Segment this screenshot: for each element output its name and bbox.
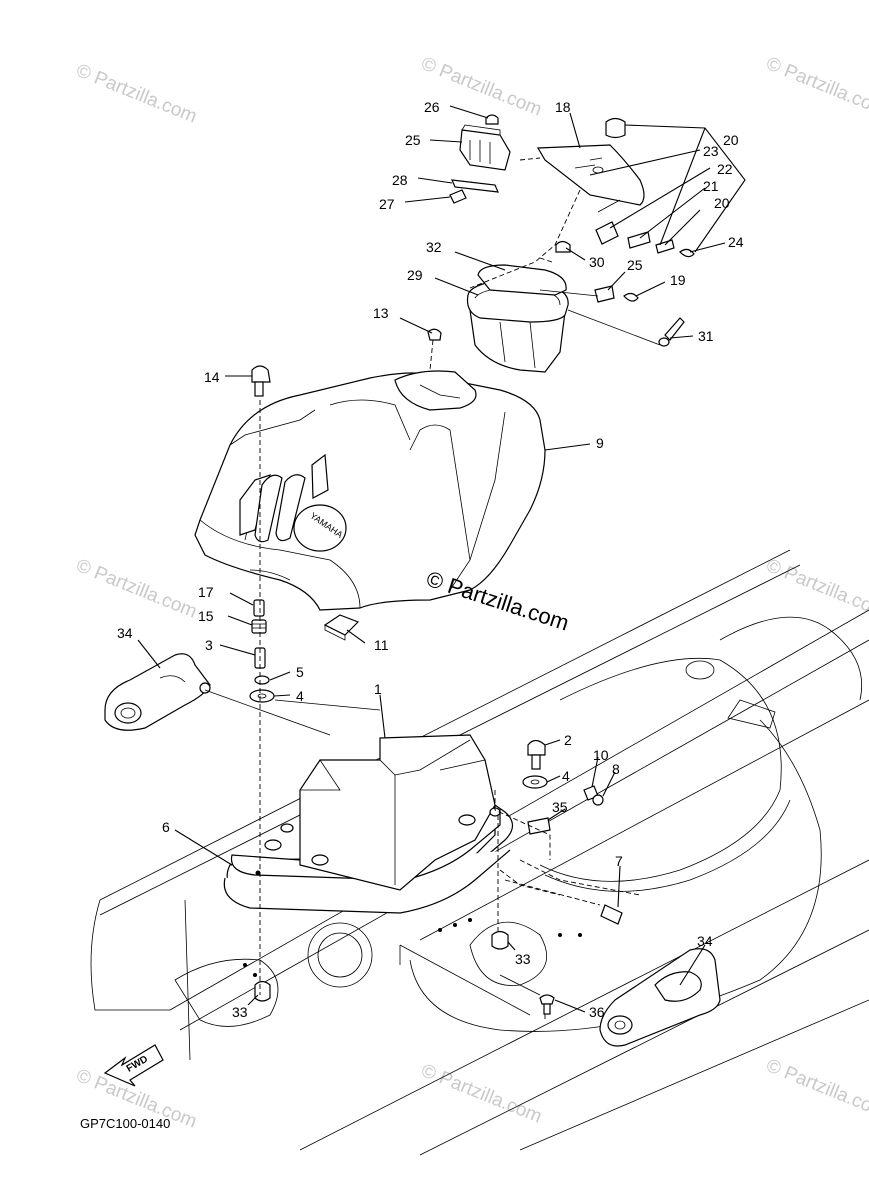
- callout-29: 28: [392, 172, 408, 188]
- callout-22: 22: [717, 161, 733, 177]
- callout-28: 27: [379, 196, 395, 212]
- callout-37: 35: [552, 799, 568, 815]
- part-26-clamp: [459, 124, 511, 171]
- callout-11: 11: [374, 637, 389, 653]
- part-36-left-inlet: [104, 653, 211, 731]
- callout-21: 21: [703, 178, 719, 194]
- part-15-damper: [251, 619, 267, 634]
- callout-19: 20: [723, 132, 739, 148]
- part-14-bolt-head: [251, 365, 271, 383]
- watermark-center: © Partzilla.com: [423, 566, 572, 636]
- diagram-code: GP7C100-0140: [80, 1116, 170, 1131]
- callout-2: 2: [564, 732, 572, 748]
- part-29-plate: [451, 179, 499, 193]
- callout-10: 10: [593, 747, 609, 763]
- watermark-top-right: © Partzilla.com: [763, 53, 869, 120]
- part-5-washer: [254, 675, 270, 685]
- part-7-cover: YAMAHA: [194, 370, 546, 611]
- dashed-lines: [204, 157, 661, 1022]
- part-9-washer: [592, 794, 604, 806]
- part-27-screw: [485, 114, 499, 125]
- callout-1: 1: [374, 681, 382, 697]
- watermark-top-left: © Partzilla.com: [73, 60, 200, 127]
- part-19-bolt: [605, 117, 626, 139]
- callout-26: 25: [405, 132, 421, 148]
- callout-3: 3: [205, 637, 213, 653]
- hull-deck: [90, 549, 869, 1156]
- part-32-pin: [664, 317, 685, 341]
- callout-24: 24: [728, 234, 744, 250]
- part-14-bolt-shank: [254, 381, 264, 397]
- part-34-grommet-left: [254, 980, 271, 1002]
- part-34-grommet-right: [491, 930, 509, 950]
- part-4-washer: [249, 689, 275, 703]
- part-24-nut: [679, 248, 695, 258]
- fwd-arrow: FWD: [103, 1044, 164, 1087]
- leader-lines: [137, 105, 746, 1013]
- part-21-plate: [627, 231, 651, 249]
- callouts: 26 18 20 25 23 22 28 21 27 20 24 32 30 2…: [117, 99, 744, 1020]
- part-4-washer-b: [522, 775, 548, 789]
- callout-9: 8: [612, 761, 620, 777]
- watermark-mid-right: © Partzilla.com: [763, 555, 869, 622]
- callout-35: 34: [697, 933, 713, 949]
- part-20-washer: [655, 239, 675, 254]
- callout-4: 4: [296, 688, 304, 704]
- part-37-stud: [527, 817, 551, 835]
- callout-14: 14: [204, 369, 220, 385]
- part-22-grommet: [595, 221, 619, 245]
- part-8-pin: [600, 904, 623, 925]
- callout-34-right: 33: [515, 951, 531, 967]
- callout-34-left: 33: [232, 1004, 248, 1020]
- callout-33: 32: [426, 239, 442, 255]
- callout-23: 23: [703, 143, 719, 159]
- watermark-mid-left: © Partzilla.com: [73, 555, 200, 622]
- callout-27: 26: [424, 99, 440, 115]
- part-25-collar: [594, 285, 615, 303]
- callout-36: 34: [117, 625, 133, 641]
- callout-15: 15: [198, 608, 214, 624]
- callout-30: 29: [407, 267, 423, 283]
- callout-6: 6: [162, 819, 170, 835]
- callout-31: 30: [589, 254, 605, 270]
- part-28-nut: [449, 189, 467, 204]
- part-38-screw: [539, 994, 555, 1005]
- callout-5: 5: [296, 664, 304, 680]
- callout-8: 7: [615, 853, 623, 869]
- part-35-right-inlet: [599, 948, 721, 1047]
- callout-20: 20: [714, 195, 730, 211]
- callout-25: 25: [627, 257, 643, 273]
- hardware: [249, 114, 695, 1015]
- watermark-bottom-right: © Partzilla.com: [763, 1055, 869, 1122]
- part-13-screw: [427, 328, 442, 341]
- part-2-bolt: [527, 739, 546, 756]
- part-16-spacer: [253, 599, 265, 617]
- callout-38: 36: [589, 1004, 605, 1020]
- callout-4b: 4: [562, 768, 570, 784]
- callout-32: 31: [698, 328, 714, 344]
- part-11-grommet: [323, 614, 360, 641]
- part-1-electrical-box: [223, 734, 514, 914]
- callout-17: 18: [555, 99, 571, 115]
- watermark-bottom-center: © Partzilla.com: [418, 1060, 545, 1127]
- callout-16: 17: [198, 584, 214, 600]
- callout-13: 13: [373, 305, 389, 321]
- part-18-nut: [623, 292, 639, 302]
- callout-7: 9: [596, 435, 604, 451]
- part-30-duct: [466, 264, 569, 373]
- part-31-bolt: [555, 240, 571, 253]
- callout-18: 19: [670, 272, 686, 288]
